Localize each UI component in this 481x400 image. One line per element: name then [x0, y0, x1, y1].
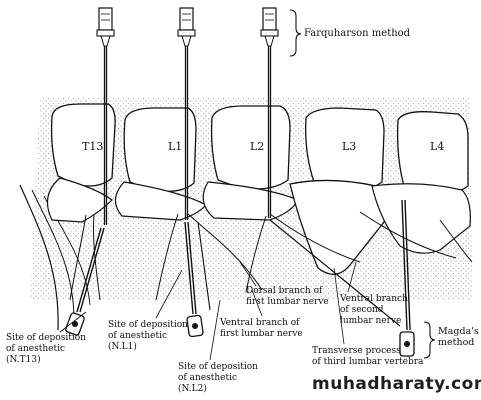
vertebra-label-t13: T13 [82, 140, 103, 153]
needle-farquharson-l2 [260, 7, 279, 218]
transverse-process-l1 [114, 181, 207, 221]
rib-line [19, 184, 59, 331]
vertebra-body-l3 [305, 107, 385, 192]
dorsal-branch-label: Dorsal branch of first lumbar nerve [246, 286, 329, 307]
transverse-process-label: Transverse process of third lumbar verte… [312, 346, 424, 367]
site-label-l2: Site of deposition of anesthetic (N.L2) [178, 362, 258, 394]
nerve-t13 [69, 214, 87, 301]
leader-ventral-second [347, 261, 357, 293]
farquharson-bracket [289, 9, 302, 57]
leader-ventral-first [251, 289, 263, 317]
transverse-process-l2 [202, 181, 299, 221]
needle-magda-t13 [65, 227, 105, 336]
ventral-second-label: Ventral branch of second lumbar nerve [340, 294, 408, 326]
vertebra-body-l1 [123, 107, 197, 193]
site-label-t13: Site of deposition of anesthetic (N.T13) [6, 333, 86, 365]
vertebra-label-l4: L4 [430, 140, 444, 153]
needle-farquharson-t13 [96, 7, 115, 225]
nerve-t13 [92, 213, 101, 301]
nerve-l2 [269, 213, 361, 263]
nerve-l1 [155, 213, 179, 301]
leader-site-l1 [155, 269, 183, 319]
needle-magda-l1 [184, 221, 211, 338]
ventral-first-label: Ventral branch of first lumbar nerve [220, 318, 303, 339]
leader-dorsal [239, 261, 257, 287]
needle-magda-l2 [269, 199, 415, 357]
watermark: muhadharaty.com [312, 374, 481, 394]
transverse-process-t13 [46, 177, 113, 223]
farquharson-method-label: Farquharson method [304, 28, 411, 39]
leader-site-t13 [59, 311, 87, 333]
vertebra-body-t13 [50, 103, 116, 187]
leader-site-l2 [209, 299, 221, 361]
nerve-l4 [439, 219, 473, 263]
rib-line [31, 189, 75, 321]
nerve-l3 [359, 211, 457, 259]
needle-farquharson-l1 [177, 7, 196, 220]
magda-bracket [423, 321, 436, 359]
magda-method-label: Magda's method [438, 326, 479, 348]
nerve-l2 [245, 215, 267, 293]
vertebra-label-l3: L3 [342, 140, 356, 153]
vertebra-body-l4 [396, 111, 469, 196]
vertebra-label-l2: L2 [250, 140, 264, 153]
site-label-l1: Site of deposition of anesthetic (N.L1) [108, 320, 188, 352]
nerve-l1-dorsal [187, 213, 263, 291]
leader-transverse [333, 267, 345, 345]
vertebra-label-l1: L1 [168, 140, 182, 153]
